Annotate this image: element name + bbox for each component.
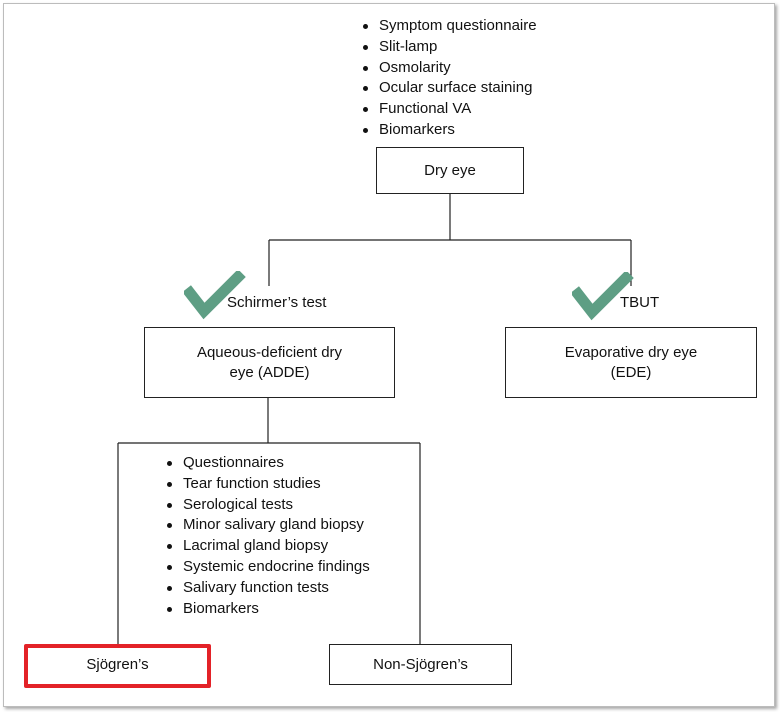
list-item: Minor salivary gland biopsy <box>166 515 370 536</box>
check-icon <box>572 272 634 321</box>
tbut-label: TBUT <box>620 294 660 311</box>
list-item: Functional VA <box>362 99 537 120</box>
adde-label-line1: Aqueous-deficient dry <box>196 343 343 361</box>
schirmers-test-label: Schirmer’s test <box>227 294 327 311</box>
non-sjogrens-node: Non-Sjögren’s <box>329 644 512 685</box>
list-item: Ocular surface staining <box>362 78 537 99</box>
list-item: Biomarkers <box>166 599 370 620</box>
list-item: Slit-lamp <box>362 37 537 58</box>
list-item: Questionnaires <box>166 453 370 474</box>
adde-label-line2: eye (ADDE) <box>229 363 310 381</box>
list-item: Biomarkers <box>362 120 537 141</box>
dry-eye-label: Dry eye <box>424 161 476 179</box>
list-item: Osmolarity <box>362 58 537 79</box>
list-item: Tear function studies <box>166 474 370 495</box>
list-item: Lacrimal gland biopsy <box>166 536 370 557</box>
sjogrens-label: Sjögren’s <box>86 656 149 673</box>
list-item: Systemic endocrine findings <box>166 557 370 578</box>
adde-node: Aqueous-deficient dry eye (ADDE) <box>144 327 395 398</box>
list-item: Symptom questionnaire <box>362 16 537 37</box>
sjogrens-node: Sjögren’s <box>26 645 209 685</box>
ede-label-line1: Evaporative dry eye <box>564 343 698 361</box>
dry-eye-node: Dry eye <box>376 147 524 194</box>
non-sjogrens-label: Non-Sjögren’s <box>373 655 468 673</box>
list-item: Serological tests <box>166 495 370 516</box>
list-item: Salivary function tests <box>166 578 370 599</box>
ede-label-line2: (EDE) <box>610 363 652 381</box>
check-icon <box>184 271 246 320</box>
ede-node: Evaporative dry eye (EDE) <box>505 327 757 398</box>
sjogrens-highlight <box>24 644 211 688</box>
